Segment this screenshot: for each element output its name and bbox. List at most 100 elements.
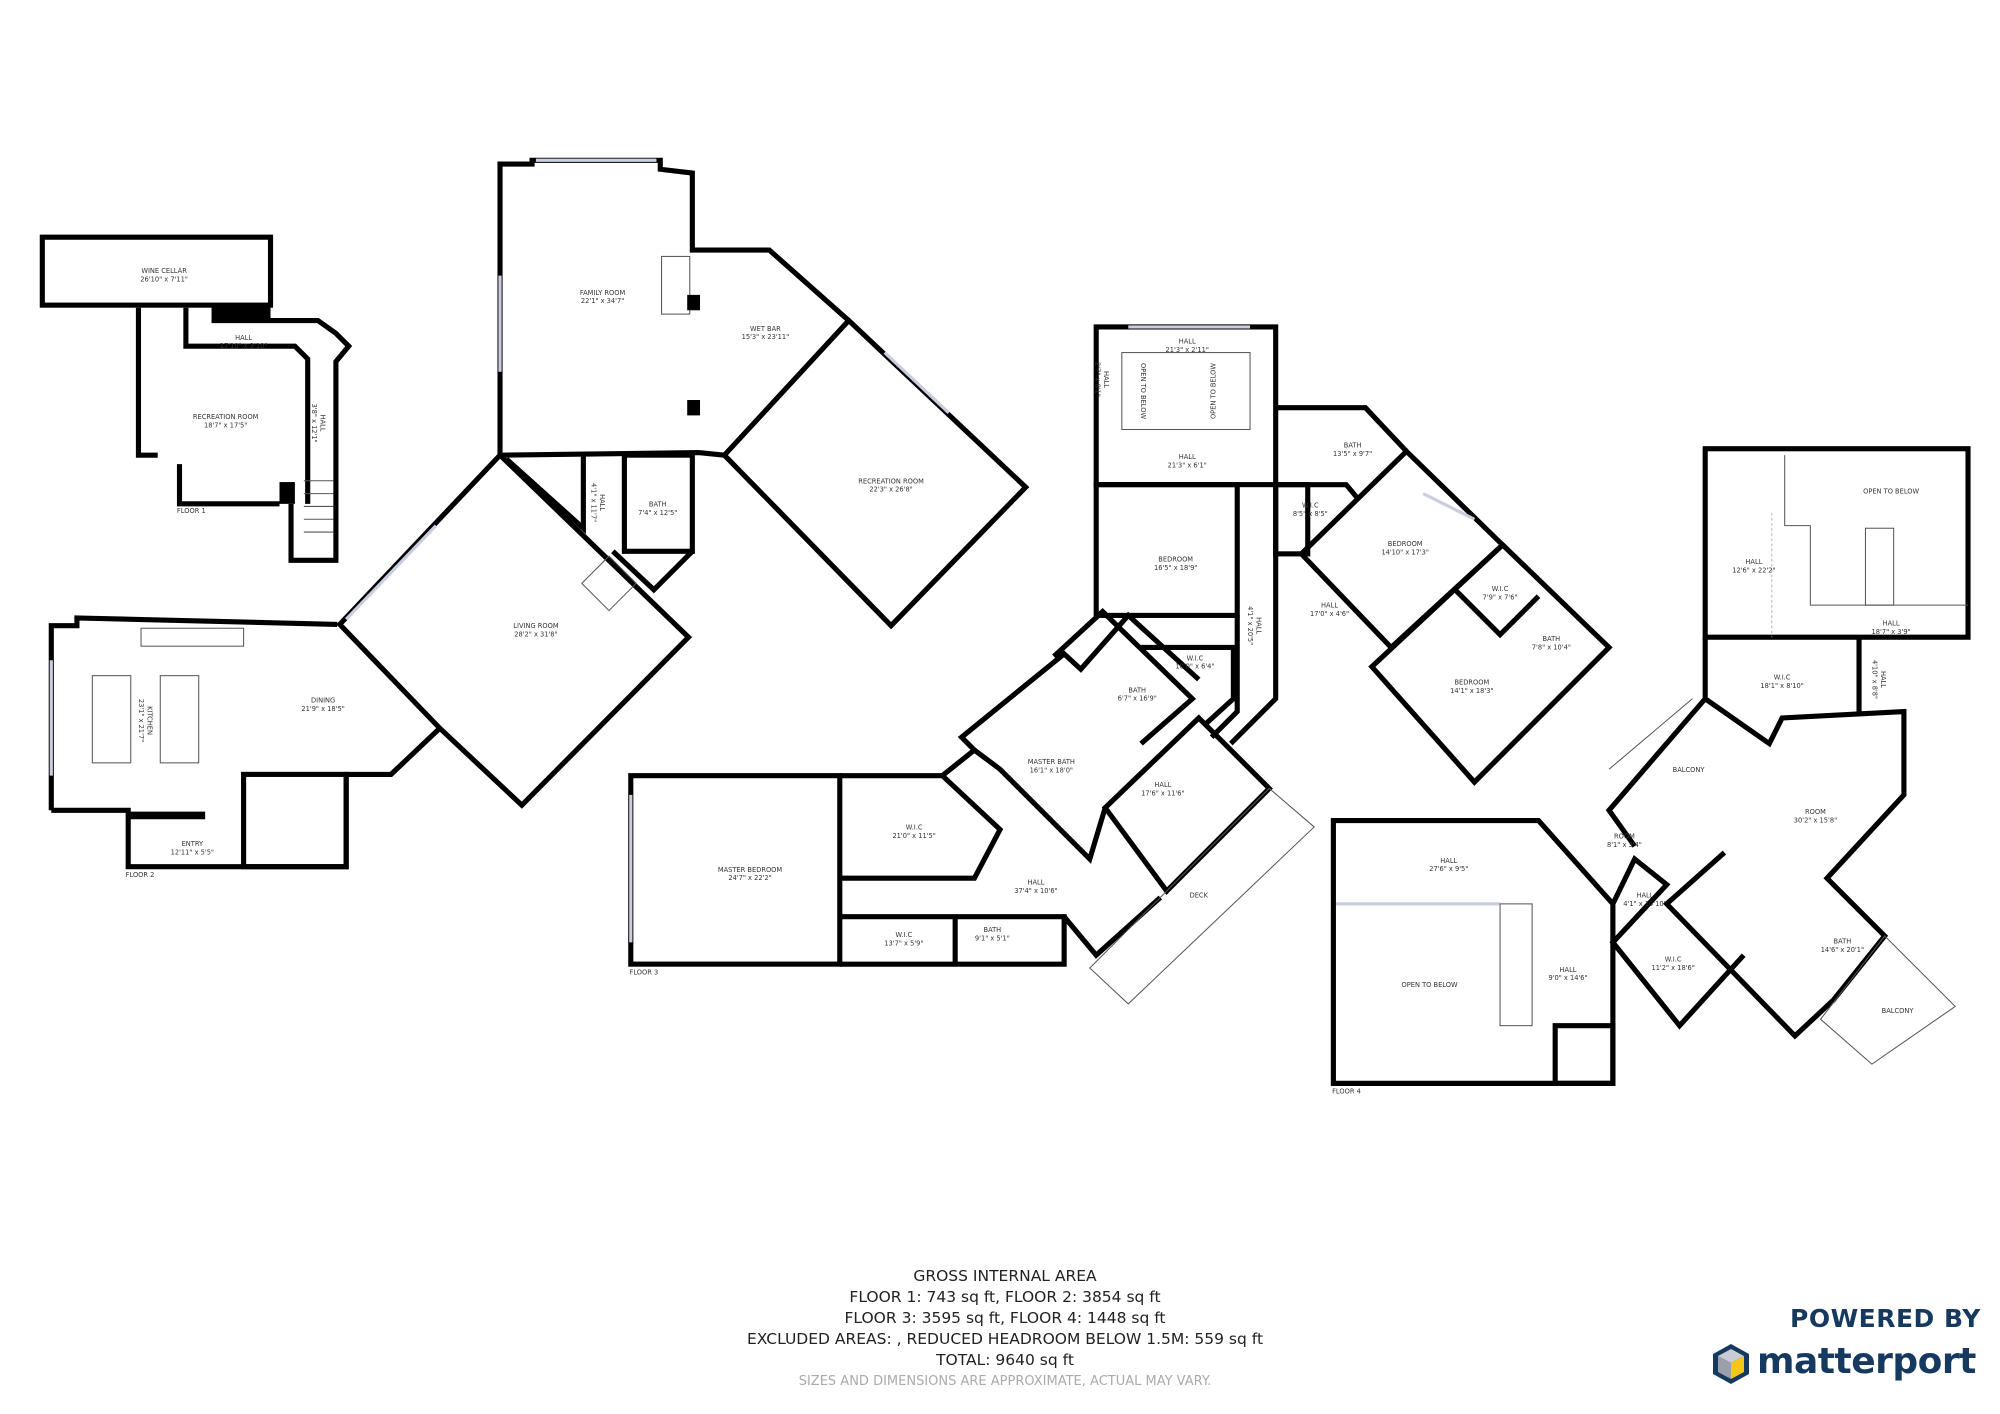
room-label: W.I.C18'1" x 8'10" <box>1760 674 1803 690</box>
room-name: BATH <box>1834 938 1852 946</box>
room-dimensions: 22'1" x 34'7" <box>581 297 624 305</box>
room-dimensions: 17'0" x 4'6" <box>1310 610 1349 618</box>
room-dimensions: 18'7" x 3'9" <box>1872 628 1911 636</box>
room-dimensions: 14'1" x 18'3" <box>1450 687 1493 695</box>
room-name: W.I.C <box>1492 585 1509 593</box>
room-dimensions: 3'8" x 12'1" <box>310 404 318 443</box>
floor-label: FLOOR 4 <box>1332 1088 1361 1096</box>
floor-2-walls <box>48 157 1030 870</box>
room-dimensions: 21'3" x 2'11" <box>1166 346 1209 354</box>
room-dimensions: 10'0" x 6'4" <box>1175 663 1214 671</box>
room-name: OPEN TO BELOW <box>1863 488 1919 496</box>
area-summary: GROSS INTERNAL AREA FLOOR 1: 743 sq ft, … <box>0 1266 2000 1392</box>
room-dimensions: 12'6" x 22'2" <box>1732 566 1775 574</box>
matterport-cube-icon <box>1713 1344 1749 1384</box>
room-dimensions: 16'1" x 18'0" <box>1030 766 1073 774</box>
room-name: HALL <box>1636 891 1653 899</box>
room-name: W.I.C <box>906 824 923 832</box>
matterport-logo: POWERED BY matterport <box>1705 1304 1985 1390</box>
room-name: HALL <box>1027 879 1044 887</box>
room-name: HALL <box>1254 617 1262 634</box>
room-dimensions: 9'0" x 14'6" <box>1548 974 1587 982</box>
room-dimensions: 7'9" x 7'6" <box>1483 593 1518 601</box>
powered-by-text: POWERED BY <box>1790 1304 1981 1333</box>
room-label: OPEN TO BELOW <box>1402 981 1458 989</box>
room-dimensions: 21'9" x 18'5" <box>301 705 344 713</box>
summary-floors-3-4: FLOOR 3: 3595 sq ft, FLOOR 4: 1448 sq ft <box>844 1309 1166 1327</box>
room-name: OPEN TO BELOW <box>1402 981 1458 989</box>
room-label: OPEN TO BELOW <box>1139 363 1147 419</box>
room-dimensions: 17'10" x 3'10" <box>220 342 268 350</box>
room-name: BALCONY <box>1673 766 1706 774</box>
room-name: HALL <box>319 415 327 432</box>
room-dimensions: 23'1" x 21'7" <box>137 699 145 742</box>
room-name: BATH <box>1344 441 1362 449</box>
room-name: HALL <box>1154 781 1171 789</box>
room-label: W.I.C8'5" x 8'5" <box>1293 502 1328 518</box>
room-name: W.I.C <box>1187 654 1204 662</box>
floor-label: FLOOR 2 <box>126 871 155 879</box>
floor-3-walls <box>628 324 1613 1005</box>
room-dimensions: 7'8" x 10'4" <box>1532 643 1571 651</box>
floor-4-walls <box>1330 446 1971 1086</box>
room-name: BEDROOM <box>1388 540 1423 548</box>
room-dimensions: 12'11" x 5'5" <box>171 849 214 857</box>
room-dimensions: 8'5" x 8'5" <box>1293 510 1328 518</box>
room-label: W.I.C7'9" x 7'6" <box>1483 585 1518 601</box>
summary-disclaimer: SIZES AND DIMENSIONS ARE APPROXIMATE, AC… <box>798 1374 1212 1389</box>
room-label: W.I.C11'2" x 18'6" <box>1651 956 1694 972</box>
floor-label: FLOOR 1 <box>177 507 206 515</box>
room-dimensions: 17'6" x 11'6" <box>1141 790 1184 798</box>
room-name: HALL <box>1560 966 1577 974</box>
room-name: LIVING ROOM <box>513 622 559 630</box>
room-label: W.I.C13'7" x 5'9" <box>884 931 923 947</box>
room-name: HALL <box>1883 620 1900 628</box>
room-name: MASTER BEDROOM <box>718 866 783 874</box>
room-dimensions: 9'1" x 5'1" <box>975 934 1010 942</box>
summary-floors-1-2: FLOOR 1: 743 sq ft, FLOOR 2: 3854 sq ft <box>849 1288 1161 1306</box>
room-name: BATH <box>1128 686 1146 694</box>
room-name: OPEN TO BELOW <box>1139 363 1147 419</box>
room-name: WINE CELLAR <box>141 267 187 275</box>
room-dimensions: 30'2" x 15'8" <box>1794 816 1837 824</box>
room-dimensions: 21'3" x 6'1" <box>1168 461 1207 469</box>
room-dimensions: 16'5" x 18'9" <box>1154 564 1197 572</box>
room-label: W.I.C21'0" x 11'5" <box>892 824 935 840</box>
room-name: KITCHEN <box>145 706 153 735</box>
room-dimensions: 4'10" x 8'8" <box>1871 660 1879 699</box>
room-dimensions: 2'7" x 8'1" <box>1094 362 1102 397</box>
room-dimensions: 22'3" x 26'8" <box>869 486 912 494</box>
summary-title: GROSS INTERNAL AREA <box>913 1267 1097 1285</box>
room-dimensions: 18'1" x 8'10" <box>1760 682 1803 690</box>
room-label: DECK <box>1190 891 1209 899</box>
room-dimensions: 26'10" x 7'11" <box>140 275 188 283</box>
floor-1-walls <box>39 234 353 563</box>
room-name: HALL <box>1745 558 1762 566</box>
